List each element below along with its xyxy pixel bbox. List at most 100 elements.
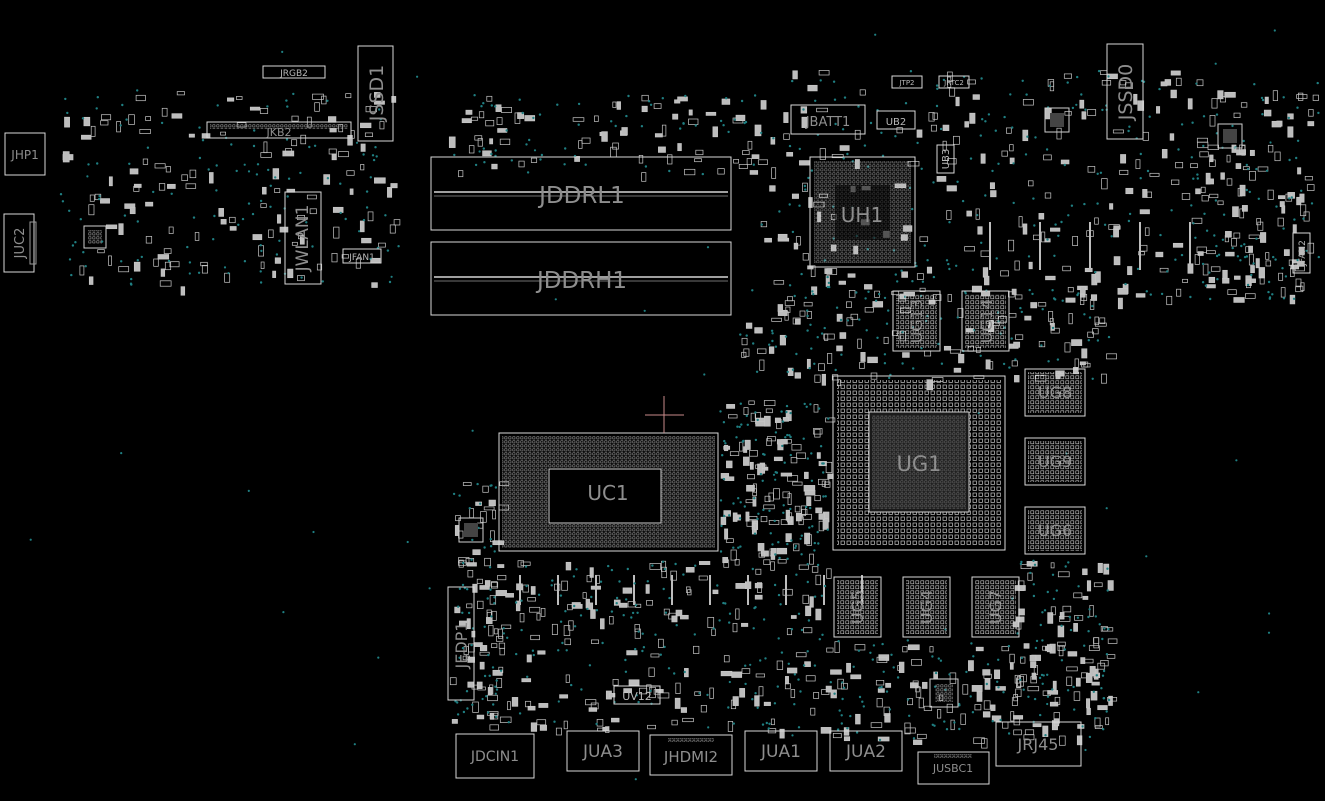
smd-part <box>786 628 793 636</box>
smd-part <box>83 116 91 127</box>
via <box>840 353 843 356</box>
via <box>777 541 780 544</box>
via <box>1268 296 1272 299</box>
via <box>896 280 899 283</box>
component-JSSD0[interactable]: JSSD0 <box>1106 43 1144 140</box>
component-JUA3[interactable]: JUA3 <box>566 730 640 772</box>
component-JKB2[interactable]: JKB2 <box>206 121 352 139</box>
smd-part <box>838 280 846 285</box>
component-JWLAN1[interactable]: JWLAN1 <box>284 191 322 285</box>
smd-part <box>1287 126 1294 138</box>
component-JHDMI2[interactable]: JHDMI2 <box>649 734 733 776</box>
component-JDDRL1[interactable]: JDDRL1 <box>430 156 732 231</box>
via <box>673 672 676 675</box>
component-JHP1[interactable]: JHP1 <box>4 132 46 176</box>
component-UG13[interactable]: UG13 <box>892 290 941 352</box>
via <box>827 417 830 420</box>
component-UG14[interactable]: UG14 <box>961 290 1010 352</box>
via <box>1246 283 1250 287</box>
smd-part <box>1009 662 1014 670</box>
smd-part <box>747 140 753 150</box>
via <box>693 633 696 636</box>
via <box>971 268 975 271</box>
component-UB3[interactable]: UB3 <box>936 144 955 174</box>
component-JUC2[interactable]: JUC2 <box>3 213 37 273</box>
component-UH1[interactable]: UH1 <box>809 156 916 268</box>
component-JDCIN1[interactable]: JDCIN1 <box>455 733 535 779</box>
smd-part <box>1047 690 1059 695</box>
smd-part <box>926 266 933 274</box>
via <box>526 675 529 678</box>
smd-part <box>821 480 826 487</box>
via <box>634 778 637 781</box>
component-JUSBC1[interactable]: JUSBC1 <box>917 751 990 785</box>
component-UG1[interactable]: UG1 <box>832 375 1006 551</box>
component-JFAN1[interactable]: JFAN1 <box>342 248 382 264</box>
via <box>1139 177 1142 180</box>
smd-part <box>885 682 892 688</box>
via <box>793 673 797 676</box>
via <box>1094 615 1098 618</box>
via <box>728 680 731 684</box>
component-UG5[interactable]: UG5 <box>833 576 882 638</box>
component-UG4[interactable]: UG4 <box>902 576 951 638</box>
via <box>849 714 852 718</box>
via <box>615 596 619 600</box>
via <box>756 706 759 709</box>
component-JRJ45[interactable]: JRJ45 <box>995 721 1082 767</box>
via <box>668 596 671 600</box>
smd-part <box>489 684 494 695</box>
component-UC1[interactable]: UC1 <box>498 432 719 552</box>
component-JUA1[interactable]: JUA1 <box>744 730 818 772</box>
smd-part <box>843 736 851 742</box>
component-JFAN2[interactable]: JFAN2 <box>1292 232 1311 274</box>
smd-part <box>505 593 514 598</box>
via <box>818 638 821 641</box>
via <box>358 230 361 233</box>
smd-part <box>309 208 317 215</box>
smd-part <box>1086 707 1091 716</box>
via <box>1009 93 1012 96</box>
via <box>478 150 481 153</box>
component-JTP2[interactable]: JTP2 <box>891 75 923 89</box>
smd-part <box>249 106 261 111</box>
smd-part <box>1200 186 1206 194</box>
component-UG7[interactable]: UG7 <box>971 576 1020 638</box>
smd-part <box>741 337 748 346</box>
via <box>858 695 862 699</box>
component-JRGB2[interactable]: JRGB2 <box>262 65 326 79</box>
via <box>1088 316 1092 319</box>
component-UB2[interactable]: UB2 <box>876 110 916 130</box>
component-JEDP1[interactable]: JEDP1 <box>447 586 475 701</box>
smd-part <box>530 157 538 163</box>
via <box>625 598 628 601</box>
component-JDDRH1[interactable]: JDDRH1 <box>430 241 732 316</box>
smd-part <box>752 496 757 507</box>
via <box>769 532 772 535</box>
via <box>1295 156 1298 160</box>
component-UV12[interactable]: UV12 <box>613 685 661 705</box>
smd-part <box>776 547 788 555</box>
via <box>994 129 997 132</box>
smd-part <box>164 261 172 271</box>
via <box>1110 235 1113 238</box>
smd-part <box>1050 227 1061 232</box>
via <box>1002 691 1005 694</box>
qfn-chip-1045 <box>1044 107 1070 133</box>
smd-part <box>864 284 873 290</box>
component-UG6[interactable]: UG6 <box>1024 506 1086 555</box>
via <box>761 479 764 482</box>
component-UG9[interactable]: UG9 <box>1024 437 1086 486</box>
component-JSSD1[interactable]: JSSD1 <box>357 45 394 142</box>
via <box>640 125 644 128</box>
via <box>68 258 72 261</box>
component-JBATT1[interactable]: JBATT1 <box>790 104 866 135</box>
via <box>554 298 557 301</box>
component-JRTC2[interactable]: JRTC2 <box>938 75 970 89</box>
component-JUA2[interactable]: JUA2 <box>829 730 903 772</box>
via <box>624 658 627 662</box>
via <box>777 593 781 597</box>
smd-part <box>563 625 571 636</box>
via <box>823 584 827 588</box>
component-UG8[interactable]: UG8 <box>1024 368 1086 417</box>
